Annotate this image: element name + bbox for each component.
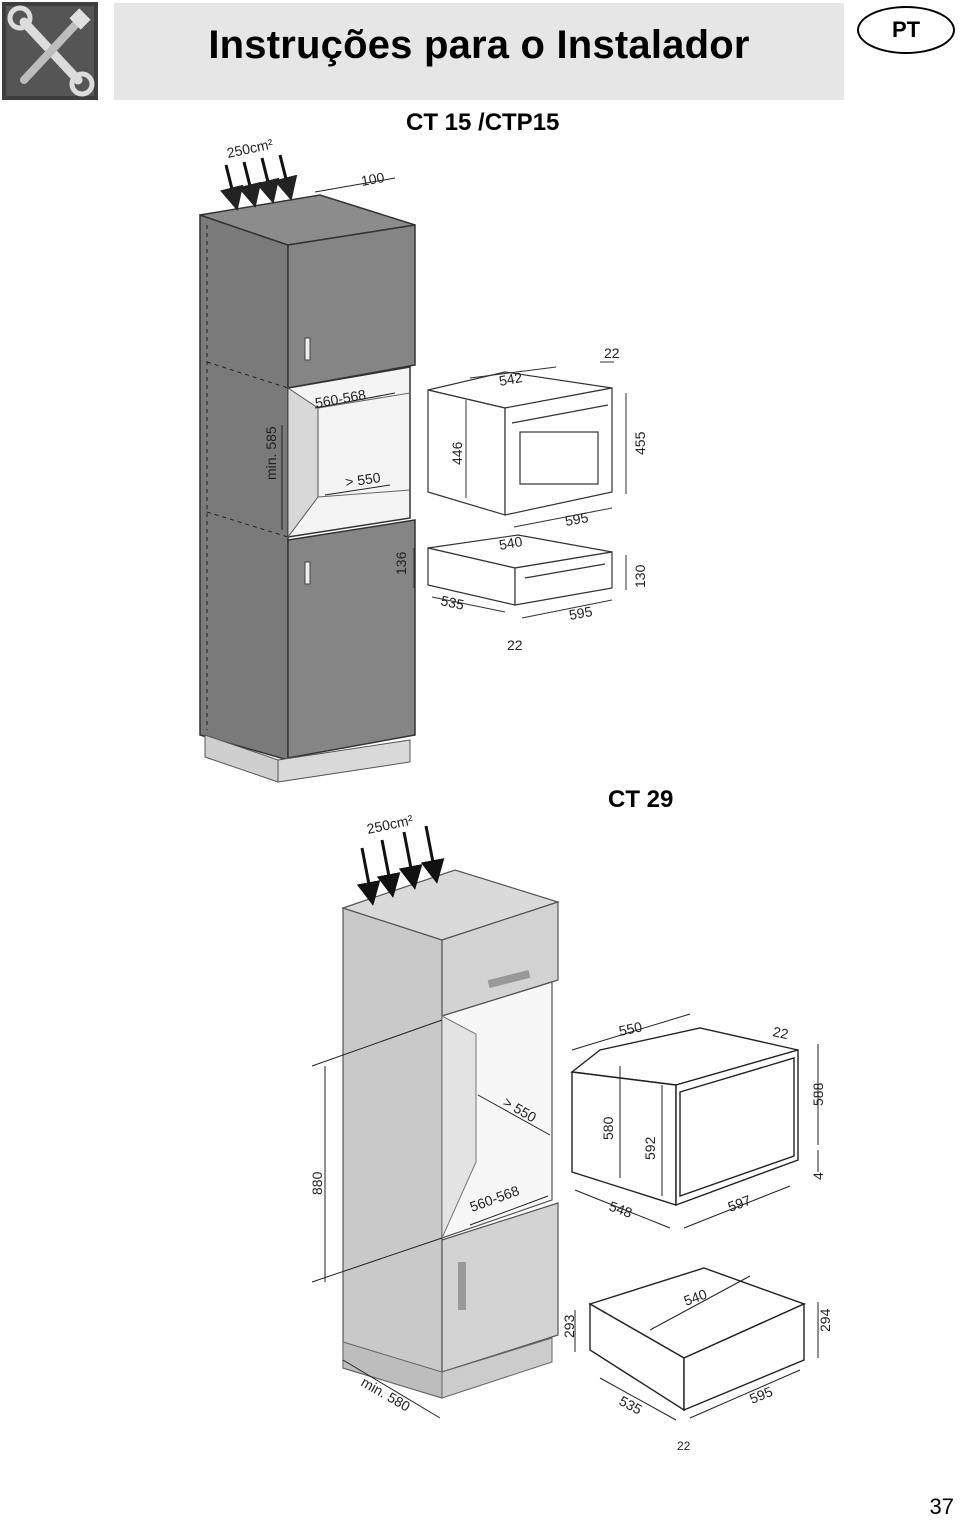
tools-icon: [2, 2, 98, 100]
dim-oven-front-thickness-ct29: 22: [771, 1023, 790, 1042]
drawer-ct15: [413, 534, 627, 619]
dim-oven-depth: 542: [498, 369, 524, 389]
dim-drawer-front-thickness-ct29: 22: [677, 1439, 691, 1453]
dim-drawer-height: 136: [393, 551, 409, 575]
dim-oven-front-width: 595: [564, 509, 590, 529]
model-title-ct15: CT 15 /CTP15: [406, 109, 560, 136]
dim-oven-depth-ct29: 550: [617, 1018, 643, 1039]
dim-drawer-body-depth-ct29: 535: [617, 1393, 645, 1418]
dim-drawer-front-thickness: 22: [507, 637, 523, 653]
dim-drawer-depth: 540: [498, 533, 524, 553]
dim-drawer-front-width-ct29: 595: [747, 1383, 775, 1407]
oven-ct29: [570, 1013, 819, 1229]
tall-cabinet-ct29: [311, 825, 560, 1419]
dim-oven-front-width-ct29: 597: [726, 1192, 754, 1215]
dim-drawer-front-width: 595: [568, 603, 594, 623]
page-number: 37: [929, 1494, 954, 1519]
dim-oven-body-width-ct29: 548: [607, 1198, 635, 1221]
dim-drawer-depth-ct29: 540: [682, 1286, 710, 1309]
dim-vent-area-ct29: 250cm²: [365, 812, 414, 837]
dim-drawer-body-depth: 535: [439, 592, 465, 613]
header-band: Instruções para o Instalador: [114, 3, 844, 100]
dim-drawer-front-height-ct29: 294: [817, 1308, 833, 1332]
dim-drawer-front-height: 130: [632, 564, 648, 588]
dim-drawer-height-ct29: 293: [561, 1314, 577, 1338]
dim-niche-depth: > 550: [344, 469, 382, 490]
dim-oven-front-height-ct29: 588: [810, 1082, 826, 1106]
model-title-ct29: CT 29: [608, 786, 674, 813]
dim-oven-height: 446: [449, 441, 465, 465]
page-title: Instruções para o Instalador: [208, 23, 750, 67]
dim-oven-body-height-ct29: 580: [600, 1116, 616, 1140]
dim-niche-height: min. 585: [263, 426, 279, 480]
dim-oven-front-height: 455: [632, 431, 648, 455]
dim-oven-height-ct29: 592: [642, 1136, 658, 1160]
oven-ct15: [427, 361, 627, 528]
dim-oven-front-thickness: 22: [604, 345, 620, 361]
dim-vent-depth: 100: [360, 169, 386, 189]
dim-niche-height-ct29: 880: [309, 1171, 325, 1195]
drawer-ct29: [574, 1267, 819, 1421]
language-badge: PT: [857, 6, 955, 54]
dim-oven-gap-ct29: 4: [810, 1172, 826, 1180]
tall-cabinet-ct15: [199, 154, 416, 783]
